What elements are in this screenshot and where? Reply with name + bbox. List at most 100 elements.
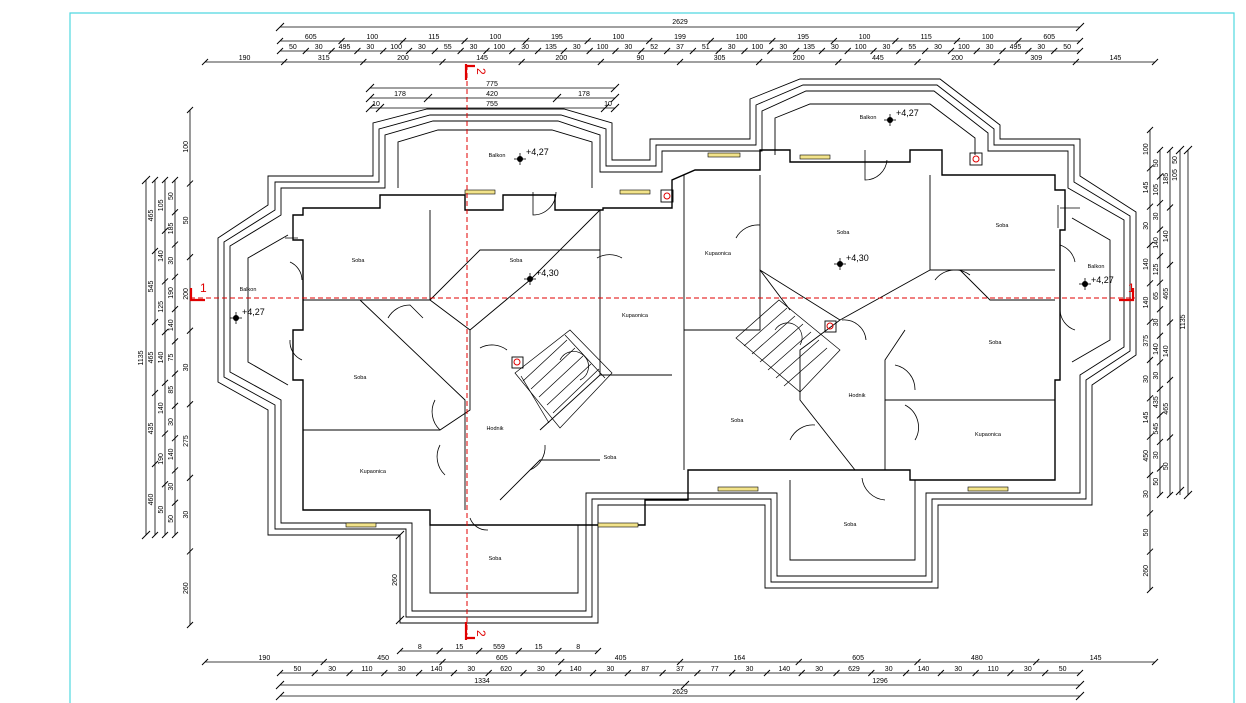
dimension-value: 145 <box>1110 55 1122 62</box>
dimension-value: 30 <box>1153 319 1160 327</box>
dimension-value: 545 <box>148 281 155 293</box>
dimension-value: 305 <box>714 55 726 62</box>
dimension-value: 100 <box>958 44 970 51</box>
dimension-value: 85 <box>168 386 175 394</box>
dimension-value: 145 <box>1090 655 1102 662</box>
dimension-value: 135 <box>545 44 557 51</box>
dimension-value: 190 <box>259 655 271 662</box>
room-label-soba-3: Soba <box>837 230 851 236</box>
dimension-value: 145 <box>476 55 488 62</box>
dimension-value: 65 <box>1153 292 1160 300</box>
dimension-value: 140 <box>918 666 930 673</box>
dimension-value: 50 <box>168 515 175 523</box>
dim-bottom-total: 2629 <box>672 689 688 696</box>
dimension-value: 105 <box>1153 184 1160 196</box>
dimension-value: 105 <box>158 199 165 211</box>
dimension-value: 51 <box>702 44 710 51</box>
dimension-value: 145 <box>1143 412 1150 424</box>
dimension-value: 200 <box>793 55 805 62</box>
room-label-hodnik-1: Hodnik <box>486 426 503 432</box>
room-label-soba-9: Soba <box>489 556 503 562</box>
dimension-value: 100 <box>183 141 190 153</box>
dimension-value: 445 <box>872 55 884 62</box>
dimension-value: 100 <box>982 34 994 41</box>
dimension-value: 50 <box>168 192 175 200</box>
dimension-value: 140 <box>431 666 443 673</box>
dimension-value: 100 <box>859 34 871 41</box>
dimension-value: 30 <box>168 483 175 491</box>
dimension-value: 140 <box>1163 230 1170 242</box>
stair-left <box>514 329 613 429</box>
dimension-value: 195 <box>551 34 563 41</box>
dimension-value: 200 <box>183 288 190 300</box>
dimension-value: 55 <box>444 44 452 51</box>
dimension-value: 450 <box>377 655 389 662</box>
level-mark-icon <box>230 312 242 324</box>
level-marks: +4,27 +4,27 +4,30 +4,30 +4,27 +4,27 <box>230 108 1114 324</box>
dimension-value: 465 <box>1163 288 1170 300</box>
dimension-value: 30 <box>1153 372 1160 380</box>
level-soba-left: +4,30 <box>536 268 559 278</box>
room-label-soba-1: Soba <box>352 258 366 264</box>
dimension-value: 30 <box>1143 375 1150 383</box>
dimension-value: 100 <box>752 44 764 51</box>
dimension-value: 30 <box>315 44 323 51</box>
stair-right <box>735 299 841 393</box>
dimension-value: 90 <box>637 55 645 62</box>
dimension-value: 55 <box>908 44 916 51</box>
dimension-value: 50 <box>1143 529 1150 537</box>
dimension-value: 100 <box>613 34 625 41</box>
section-lines: 1 1 2 2 <box>189 64 1135 640</box>
dimension-value: 125 <box>158 301 165 313</box>
dimension-value: 15 <box>456 644 464 651</box>
room-label-soba-5: Soba <box>354 375 368 381</box>
dimension-value: 50 <box>1059 666 1067 673</box>
dimension-value: 30 <box>934 44 942 51</box>
dimension-value: 37 <box>676 666 684 673</box>
room-label-balkon-left: Balkon <box>240 287 257 293</box>
dimension-value: 30 <box>779 44 787 51</box>
room-label-kupaonica-3: Kupaonica <box>360 469 387 475</box>
dimension-value: 100 <box>366 34 378 41</box>
dimension-value: 140 <box>158 250 165 262</box>
dimension-value: 110 <box>361 666 372 673</box>
dimension-value: 30 <box>624 44 632 51</box>
dimension-value: 140 <box>1153 237 1160 249</box>
room-label-kupaonica-2: Kupaonica <box>622 313 649 319</box>
dimension-value: 30 <box>815 666 823 673</box>
dimension-value: 100 <box>736 34 748 41</box>
dimension-value: 200 <box>555 55 567 62</box>
dimension-value: 30 <box>328 666 336 673</box>
dimension-value: 140 <box>779 666 791 673</box>
dimension-value: 135 <box>803 44 815 51</box>
dimension-value: 115 <box>921 34 932 41</box>
dim-balcony-10b: 10 <box>604 101 612 108</box>
dimension-value: 30 <box>954 666 962 673</box>
dimension-value: 100 <box>390 44 402 51</box>
room-label-soba-10: Soba <box>844 522 858 528</box>
dimension-value: 605 <box>1043 34 1055 41</box>
dimension-value: 450 <box>1143 450 1150 462</box>
room-label-balkon-right: Balkon <box>1088 264 1105 270</box>
dimension-value: 50 <box>1153 478 1160 486</box>
dim-left-stub: 260 <box>392 574 399 586</box>
dim-balcony-755: 755 <box>486 101 498 108</box>
dimension-value: 30 <box>1153 451 1160 459</box>
dimension-value: 465 <box>148 352 155 364</box>
dimension-value: 30 <box>168 418 175 426</box>
dimension-value: 15 <box>535 644 543 651</box>
level-mark-icon <box>1079 278 1091 290</box>
dimension-value: 185 <box>168 222 175 234</box>
dimension-value: 77 <box>711 666 719 673</box>
dimension-value: 100 <box>855 44 867 51</box>
level-mark-icon <box>884 114 896 126</box>
room-labels: Balkon Balkon Balkon Balkon Soba Soba So… <box>240 115 1105 562</box>
dimension-value: 200 <box>397 55 409 62</box>
dimension-value: 435 <box>1153 396 1160 408</box>
windows <box>345 152 1009 528</box>
dim-top-total: 2629 <box>672 19 688 26</box>
dimension-value: 100 <box>597 44 609 51</box>
dim-balcony-420: 420 <box>486 91 498 98</box>
room-label-balkon-top-right: Balkon <box>860 115 877 121</box>
